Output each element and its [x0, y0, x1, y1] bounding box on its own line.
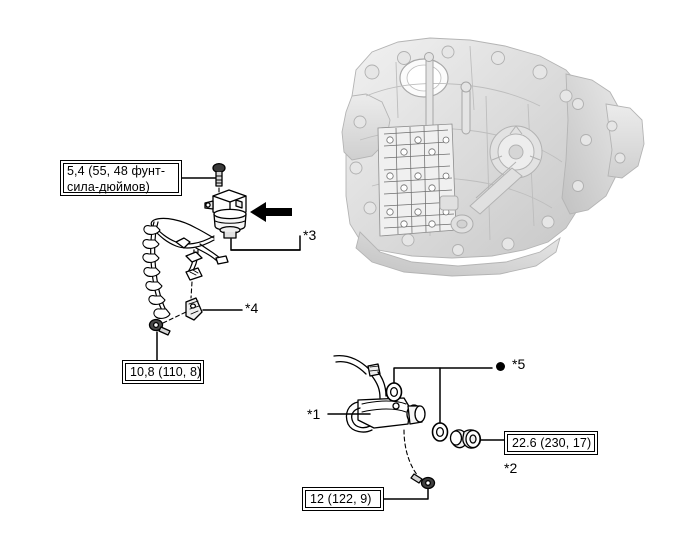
- torque-spec-inner: 10,8 (110, 8): [125, 363, 201, 381]
- torque-spec-inner: 12 (122, 9): [305, 490, 381, 508]
- callout-label-5: *5: [512, 356, 526, 372]
- torque-spec-inner: 5,4 (55, 48 фунт-сила-дюймов): [63, 163, 179, 194]
- torque-spec-box-tube: 12 (122, 9): [302, 487, 384, 511]
- torque-spec-inner: 22.6 (230, 17): [507, 434, 595, 452]
- oil-cooler-tube: [333, 354, 426, 433]
- callout-label-3: *3: [303, 227, 317, 243]
- torque-spec-text-union: 22.6 (230, 17): [512, 435, 592, 450]
- bullet-dot-marker: [496, 362, 505, 371]
- bolt-solenoid: [212, 162, 226, 187]
- union-fitting: [449, 429, 482, 449]
- harness-clips: [142, 225, 171, 319]
- bolt-tube: [410, 473, 436, 490]
- torque-spec-box-main: 5,4 (55, 48 фунт-сила-дюймов): [60, 160, 182, 196]
- torque-spec-text-bracket: 10,8 (110, 8): [130, 364, 202, 379]
- bolt-bracket: [148, 318, 171, 336]
- solenoid-body: [204, 189, 247, 239]
- o-ring-lower: [431, 422, 449, 442]
- torque-spec-box-union: 22.6 (230, 17): [504, 431, 598, 455]
- callout-label-1: *1: [307, 406, 321, 422]
- torque-spec-text-main: 5,4 (55, 48 фунт-сила-дюймов): [67, 164, 166, 194]
- direction-arrow: [250, 202, 292, 222]
- callout-label-2: *2: [504, 460, 518, 476]
- harness-bracket: [185, 297, 203, 321]
- o-ring-upper: [385, 382, 403, 402]
- torque-spec-text-tube: 12 (122, 9): [310, 491, 372, 506]
- callout-label-4: *4: [245, 300, 259, 316]
- torque-spec-box-bracket: 10,8 (110, 8): [122, 360, 204, 384]
